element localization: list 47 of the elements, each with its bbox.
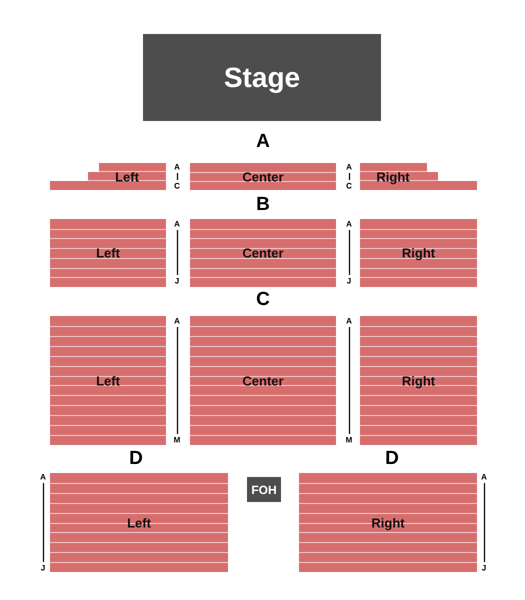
section-label: Center bbox=[242, 246, 284, 260]
row-letter: C bbox=[346, 182, 352, 190]
row-letter: M bbox=[346, 436, 352, 444]
row-letter: A bbox=[346, 220, 352, 228]
seating-section bbox=[360, 316, 477, 445]
section-label: Left bbox=[96, 373, 120, 388]
section-label: Right bbox=[402, 373, 436, 388]
row-letter: J bbox=[482, 564, 486, 572]
row-letter: A bbox=[40, 472, 46, 482]
section-label: Left bbox=[96, 246, 120, 260]
area-label: Stage bbox=[224, 62, 300, 94]
row-letter: A bbox=[346, 316, 352, 326]
seating-section bbox=[50, 219, 166, 287]
seating-section bbox=[190, 316, 336, 445]
section-label: Left bbox=[115, 169, 139, 184]
seating-section bbox=[360, 163, 477, 190]
section-label: Right bbox=[371, 515, 405, 530]
seating-section bbox=[50, 316, 166, 445]
section-label: Right bbox=[402, 246, 436, 260]
seating-section bbox=[360, 219, 477, 287]
section-letter: B bbox=[256, 194, 270, 216]
section-letter: A bbox=[256, 131, 270, 153]
section-label: Center bbox=[242, 169, 284, 184]
seating-section bbox=[190, 219, 336, 287]
seating-section bbox=[50, 163, 166, 190]
row-letter: M bbox=[174, 436, 180, 444]
section-label: Left bbox=[127, 515, 151, 530]
section-letter: D bbox=[385, 448, 399, 470]
area-label: FOH bbox=[251, 482, 277, 496]
seating-section bbox=[50, 473, 228, 572]
row-letter: C bbox=[174, 182, 180, 190]
row-letter: A bbox=[174, 316, 180, 326]
row-letter: J bbox=[174, 276, 180, 286]
seating-section bbox=[299, 473, 477, 572]
row-letter: A bbox=[174, 162, 180, 172]
row-letter: A bbox=[174, 220, 180, 228]
section-letter: D bbox=[129, 448, 143, 470]
row-letter: J bbox=[346, 276, 352, 286]
section-letter: C bbox=[256, 289, 270, 311]
seating-section bbox=[190, 163, 336, 190]
row-letter: A bbox=[481, 472, 487, 482]
row-letter: A bbox=[346, 162, 352, 172]
row-letter: J bbox=[40, 564, 46, 572]
control-booth bbox=[247, 477, 281, 502]
section-label: Right bbox=[376, 169, 410, 184]
stage-block bbox=[143, 34, 381, 121]
section-label: Center bbox=[242, 373, 284, 388]
